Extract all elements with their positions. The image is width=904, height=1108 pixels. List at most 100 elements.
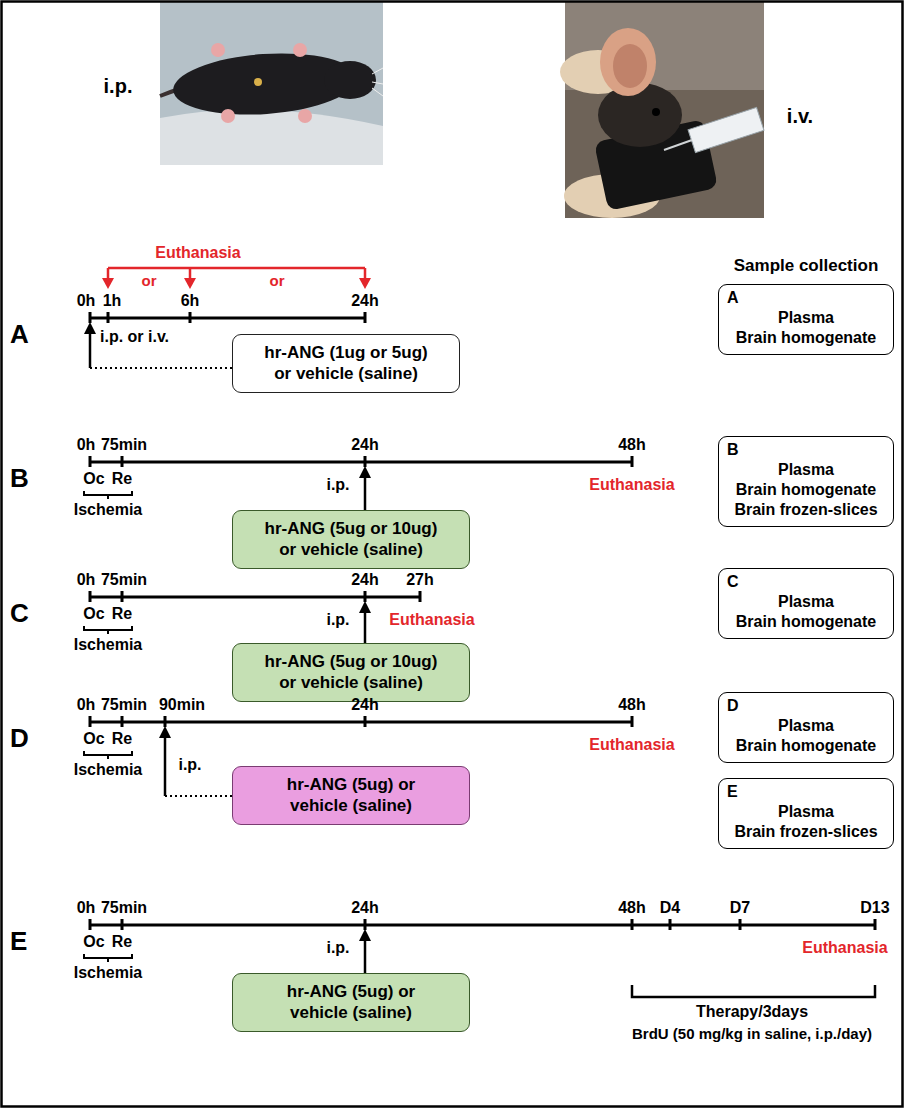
panel-letter: E: [10, 927, 27, 957]
euthanasia-label: Euthanasia: [802, 939, 887, 957]
mouse-eye: [652, 108, 660, 116]
time-label: 24h: [351, 696, 379, 714]
sample-box: EPlasmaBrain frozen-slices: [718, 778, 894, 849]
ischemia-bracket: [84, 626, 132, 634]
time-label: D4: [660, 899, 680, 917]
column-heading: Sample collection: [734, 256, 879, 276]
route-label: i.p.: [178, 756, 201, 774]
time-label: D7: [730, 899, 750, 917]
panel-letter: A: [10, 320, 29, 350]
euthanasia-label: Euthanasia: [589, 736, 674, 754]
mouse-paw: [298, 109, 312, 123]
route-label: i.v.: [787, 105, 813, 128]
sample-type: Brain frozen-slices: [734, 500, 877, 520]
occlusion-label: Oc: [83, 730, 104, 748]
route-label: i.p.: [104, 75, 133, 98]
ischemia-bracket: [84, 751, 132, 759]
ischemia-bracket: [84, 954, 132, 962]
time-label: 0h: [77, 436, 96, 454]
ischemia-bracket: [84, 491, 132, 499]
treatment-box: hr-ANG (5ug) or vehicle (saline): [232, 973, 470, 1032]
sample-type: Brain homogenate: [736, 612, 876, 632]
sample-type: Plasma: [778, 802, 834, 822]
time-label: 75min: [101, 436, 147, 454]
sample-box: CPlasmaBrain homogenate: [718, 568, 894, 639]
injection-arrow: [89, 332, 92, 368]
panel-letter: D: [10, 724, 29, 754]
syringe-needle: [664, 140, 692, 150]
arrowhead: [84, 322, 96, 334]
mouse-paw: [221, 109, 235, 123]
route-label: i.p.: [326, 476, 349, 494]
panel-letter: C: [10, 599, 29, 629]
therapy-label: Therapy/3days: [696, 1003, 808, 1021]
timeline: [90, 456, 632, 467]
mouse-whiskers: [372, 68, 383, 96]
sample-type: Brain homogenate: [736, 736, 876, 756]
sample-letter: B: [727, 440, 885, 460]
ischemia-label: Ischemia: [74, 636, 142, 654]
dotted-leader: [90, 367, 232, 369]
timeline: [90, 919, 875, 930]
treatment-box: hr-ANG (5ug or 10ug) or vehicle (saline): [232, 510, 470, 569]
reperfusion-label: Re: [112, 605, 132, 623]
sample-type: Plasma: [778, 460, 834, 480]
photo-cloth: [160, 110, 383, 165]
route-label: i.p.: [326, 939, 349, 957]
time-label: 48h: [618, 696, 646, 714]
sample-box: APlasmaBrain homogenate: [718, 284, 894, 355]
sample-type: Plasma: [778, 592, 834, 612]
time-label: 0h: [77, 292, 96, 310]
sample-type: Brain frozen-slices: [734, 822, 877, 842]
reperfusion-label: Re: [112, 730, 132, 748]
time-label: 6h: [181, 292, 200, 310]
time-label: 1h: [103, 292, 122, 310]
mouse-ear: [600, 28, 656, 96]
reperfusion-label: Re: [112, 933, 132, 951]
photo-background: [160, 2, 383, 165]
treatment-box: hr-ANG (5ug or 10ug) or vehicle (saline): [232, 643, 470, 702]
time-label: 27h: [406, 571, 434, 589]
syringe: [688, 107, 764, 152]
treatment-text: hr-ANG (5ug) or vehicle (saline): [287, 981, 416, 1024]
time-label: 90min: [159, 696, 205, 714]
occlusion-label: Oc: [83, 605, 104, 623]
ischemia-label: Ischemia: [74, 501, 142, 519]
timeline: [90, 591, 420, 602]
treatment-box: hr-ANG (1ug or 5ug) or vehicle (saline): [232, 334, 460, 393]
mouse-paw: [211, 43, 225, 57]
mouse-paw: [293, 43, 307, 57]
occlusion-label: Oc: [83, 933, 104, 951]
sample-type: Brain homogenate: [736, 480, 876, 500]
occlusion-label: Oc: [83, 470, 104, 488]
injection-arrow: [364, 611, 367, 643]
route-label: i.p. or i.v.: [100, 328, 169, 346]
treatment-text: hr-ANG (5ug) or vehicle (saline): [287, 774, 416, 817]
time-label: 48h: [618, 899, 646, 917]
time-label: 0h: [77, 571, 96, 589]
sample-box: DPlasmaBrain homogenate: [718, 692, 894, 763]
time-label: 24h: [351, 899, 379, 917]
injection-arrow: [164, 738, 167, 796]
sample-box: BPlasmaBrain homogenateBrain frozen-slic…: [718, 436, 894, 527]
injection-arrow: [364, 476, 367, 510]
sample-letter: C: [727, 572, 885, 592]
route-label: i.p.: [326, 611, 349, 629]
reperfusion-label: Re: [112, 470, 132, 488]
arrowhead: [159, 726, 171, 738]
arrowhead: [359, 278, 371, 289]
euthanasia-label: Euthanasia: [155, 244, 240, 262]
or-label: or: [270, 272, 285, 289]
sample-letter: D: [727, 696, 885, 716]
time-label: 24h: [351, 571, 379, 589]
time-label: 24h: [351, 436, 379, 454]
arrowhead: [359, 929, 371, 941]
timeline: [90, 312, 365, 323]
arrowhead: [359, 466, 371, 478]
sample-letter: E: [727, 782, 885, 802]
treatment-box: hr-ANG (5ug) or vehicle (saline): [232, 766, 470, 825]
time-label: 24h: [351, 292, 379, 310]
arrowhead: [359, 601, 371, 613]
time-label: 48h: [618, 436, 646, 454]
